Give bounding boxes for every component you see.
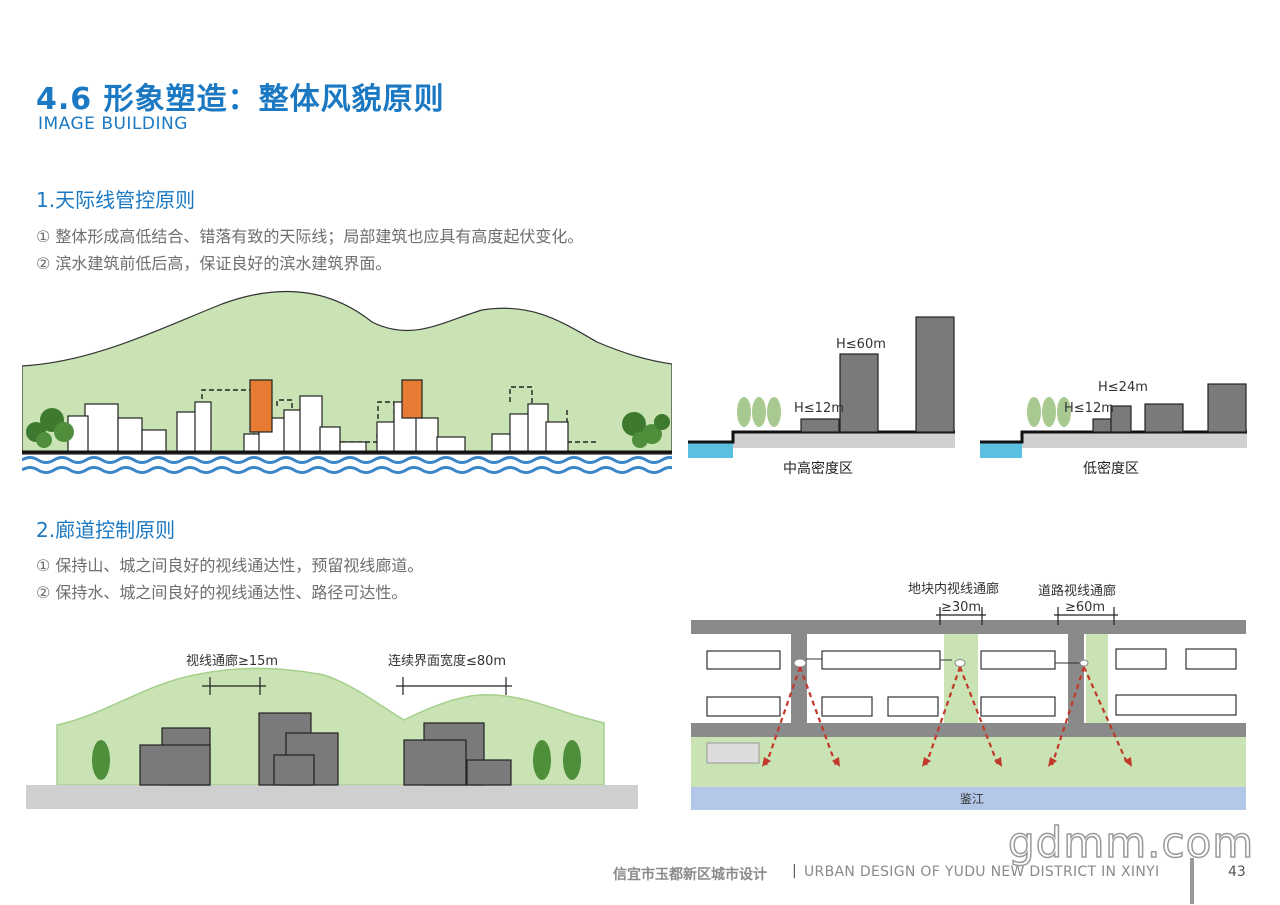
height-label-60: H≤60m	[836, 337, 886, 352]
block-corridor	[944, 633, 978, 723]
section1-heading: 1.天际线管控原则	[36, 188, 196, 212]
highlight-buildings	[249, 379, 423, 433]
trees-low	[1027, 397, 1071, 427]
plan-diagram: 鉴江 地块内视线通廊 ≥30m 道路视线通廊	[691, 581, 1246, 810]
footer-separator: |	[792, 863, 797, 879]
page-number: 43	[1228, 864, 1246, 880]
watermark: gdmm.com	[1007, 817, 1255, 868]
section1-bullet-1: ① 整体形成高低结合、错落有致的天际线；局部建筑也应具有高度起伏变化。	[36, 227, 584, 246]
height-label-24: H≤24m	[1098, 380, 1148, 395]
corridor-trees	[92, 740, 581, 780]
corridor-width-label: 视线通廊≥15m	[186, 653, 278, 669]
section2-bullet-1: ① 保持山、城之间良好的视线通达性，预留视线廊道。	[36, 556, 424, 575]
ground	[26, 785, 638, 809]
dimension-lines	[202, 677, 512, 695]
low-building	[800, 418, 840, 433]
sightline-arrows	[764, 666, 1130, 766]
footer-title-cn: 信宜市玉都新区城市设计	[613, 867, 767, 883]
road-corridor-dim: ≥60m	[1065, 600, 1105, 615]
waterfront-green	[691, 735, 1246, 787]
tall-building	[915, 316, 955, 433]
mid-density-caption: 中高密度区	[783, 460, 853, 477]
section1-bullet-2: ② 滨水建筑前低后高，保证良好的滨水建筑界面。	[36, 254, 392, 273]
block-corridor-dim: ≥30m	[941, 600, 981, 615]
low-density-diagram: H≤24m H≤12m 低密度区	[980, 380, 1247, 477]
tree-cluster-right	[622, 412, 670, 448]
tree-cluster-left	[26, 408, 74, 448]
trees-mid	[737, 397, 781, 427]
water-strip	[688, 442, 733, 458]
skyline-diagram	[22, 290, 672, 474]
small-structure	[706, 742, 760, 764]
footer-divider	[1190, 858, 1194, 904]
facade-width-label: 连续界面宽度≤80m	[388, 653, 506, 669]
water-strip	[980, 442, 1022, 458]
page-title: 4.6 形象塑造：整体风貌原则	[36, 82, 445, 117]
viewpoint-links	[806, 658, 1084, 664]
water-waves	[22, 456, 672, 474]
height-label-12: H≤12m	[1064, 401, 1114, 416]
roads	[691, 620, 1246, 737]
low-density-caption: 低密度区	[1083, 460, 1139, 477]
road-corridor-label: 道路视线通廊	[1038, 583, 1116, 599]
corridor-buildings	[139, 712, 512, 786]
corridor-diagram: 视线通廊≥15m 连续界面宽度≤80m	[26, 653, 638, 809]
section2-heading: 2.廊道控制原则	[36, 518, 176, 542]
page-subtitle: IMAGE BUILDING	[38, 114, 188, 134]
block-corridor-label: 地块内视线通廊	[908, 581, 999, 597]
road-corridor	[1086, 633, 1108, 723]
mid-density-diagram: H≤60m H≤12m 中高密度区	[688, 316, 955, 477]
river-label: 鉴江	[960, 792, 984, 806]
river-band	[691, 787, 1246, 810]
height-label-12: H≤12m	[794, 401, 844, 416]
building-blocks	[706, 648, 1237, 717]
footer-title-en: URBAN DESIGN OF YUDU NEW DISTRICT IN XIN…	[804, 864, 1160, 880]
section2-bullet-2: ② 保持水、城之间良好的视线通达性、路径可达性。	[36, 583, 408, 602]
plan-dimension-lines	[936, 607, 1118, 625]
mid-building	[839, 353, 879, 433]
